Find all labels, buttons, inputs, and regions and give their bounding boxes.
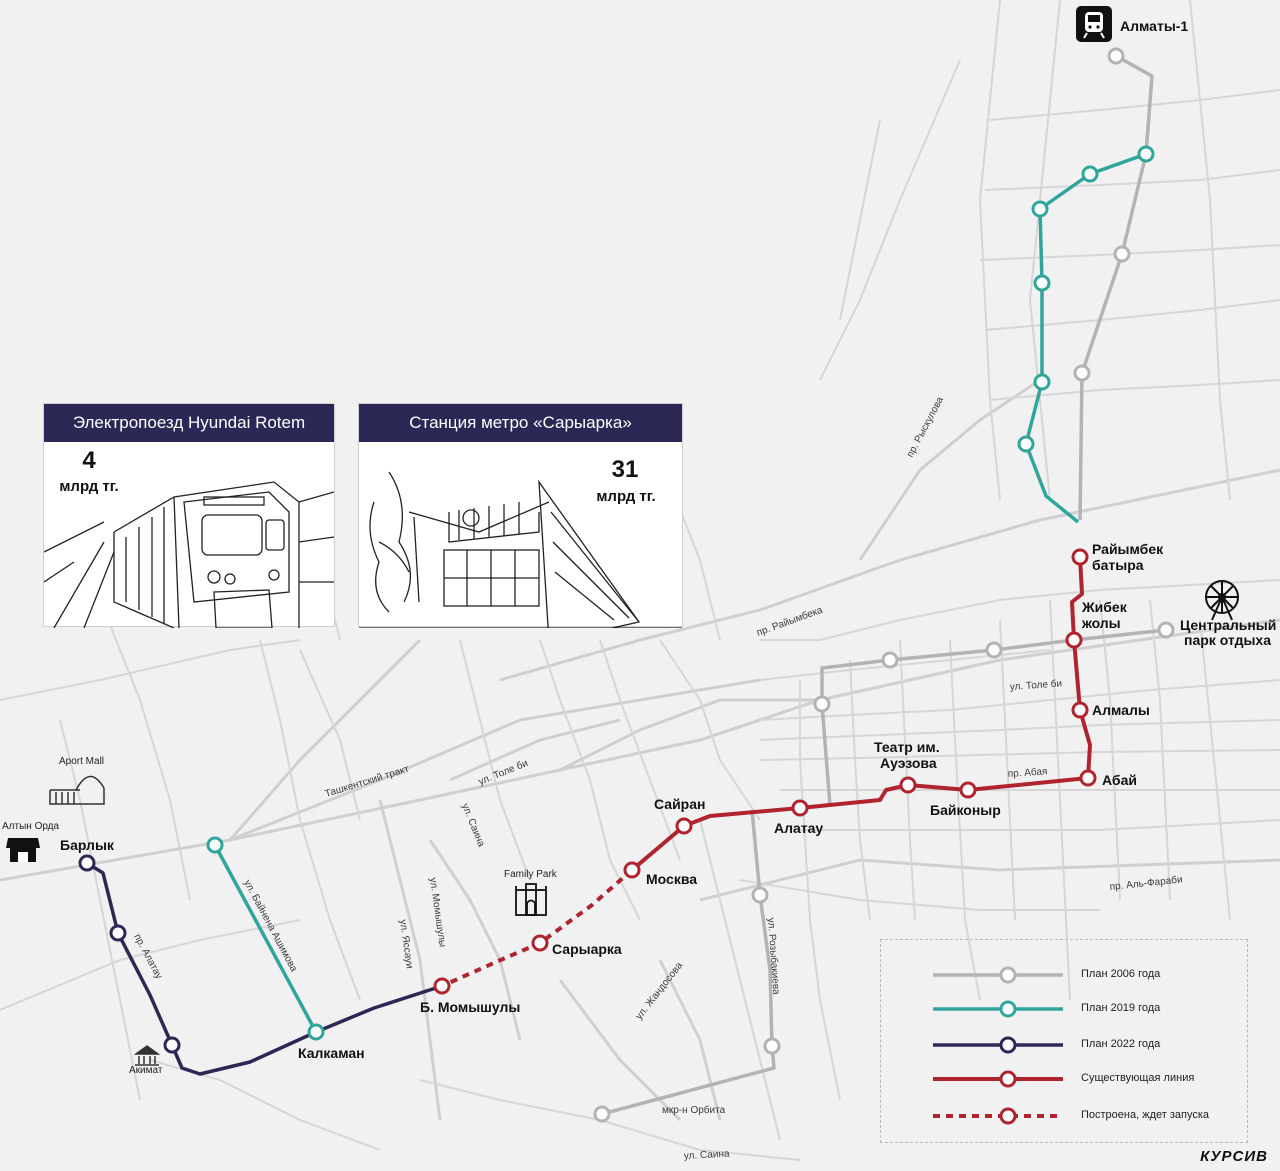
street-label-tole-bi: ул. Толе би [1009, 677, 1062, 693]
station-price: 31 [611, 456, 639, 483]
mall-icon [49, 775, 105, 805]
station-label-momyshuly: Б. Момышулы [420, 999, 520, 1015]
line-plan-2022 [78, 854, 443, 1076]
ferris-wheel-icon [1205, 580, 1239, 621]
station-info-card: Станция метро «Сарыарка» [358, 403, 683, 643]
pois: Центральный парк отдыха Aport Mall Алтын… [2, 6, 1276, 1076]
station-2019 [1031, 200, 1049, 218]
train-price-unit: млрд тг. [59, 478, 119, 495]
train-price: 4 [82, 447, 96, 474]
line-existing [433, 548, 1097, 995]
station-saryarka [531, 934, 549, 952]
line-plan-2019 [206, 145, 1155, 1033]
station-label-raiymbek-2: батыра [1092, 557, 1144, 573]
station-label-raiymbek-1: Райымбек [1092, 541, 1164, 557]
map-legend: План 2006 года План 2019 года План 2022 … [880, 939, 1248, 1143]
station-momyshuly [433, 977, 451, 995]
legend-label-2022: План 2022 года [1081, 1038, 1161, 1050]
legend-label-pending: Построена, ждет запуска [1081, 1109, 1210, 1121]
station-raiymbek [1071, 548, 1089, 566]
station-2019 [1033, 274, 1051, 292]
station-almaly [1071, 701, 1089, 719]
station-2006 [1113, 245, 1131, 263]
station-baikonur [959, 781, 977, 799]
station-label-almaly: Алмалы [1092, 702, 1150, 718]
street-label-tashkent: Ташкентский тракт [324, 764, 411, 800]
station-label-abai: Абай [1102, 772, 1137, 788]
station-abai [1079, 769, 1097, 787]
station-label-zhibek-1: Жибек [1081, 599, 1128, 615]
legend-label-2006: План 2006 года [1081, 968, 1161, 980]
street-label-al-farabi: пр. Аль-Фараби [1109, 873, 1183, 893]
street-label-abaya: пр. Абая [1007, 765, 1047, 780]
station-2006-almaty1 [1107, 47, 1125, 65]
street-label-ryskulova: пр. Рыскулова [905, 395, 946, 460]
station-2006-central-park [1157, 621, 1175, 639]
station-price-unit: млрд тг. [596, 488, 656, 505]
station-2019 [206, 836, 224, 854]
station-auezov [899, 776, 917, 794]
poi-label-central-park-2: парк отдыха [1184, 632, 1271, 648]
station-2006 [751, 886, 769, 904]
station-labels: Алматы-1 Райымбек батыра Жибек жолы Алма… [60, 18, 1188, 1061]
legend-label-existing: Существующая линия [1081, 1072, 1195, 1084]
station-2022-barlyk [78, 854, 96, 872]
station-label-sairan: Сайран [654, 796, 705, 812]
station-kalkaman [307, 1023, 325, 1041]
street-label-zhandosova: ул. Жандосова [634, 960, 686, 1022]
station-2006 [985, 641, 1003, 659]
station-2019 [1017, 435, 1035, 453]
station-alatau [791, 799, 809, 817]
station-label-auezov-2: Ауэзова [880, 755, 937, 771]
poi-label-family-park: Family Park [504, 869, 558, 880]
station-2022 [163, 1036, 181, 1054]
station-label-moskva: Москва [646, 871, 697, 887]
station-zhibek-zholy [1065, 631, 1083, 649]
poi-label-altyn-orda: Алтын Орда [2, 821, 60, 832]
station-2006 [763, 1037, 781, 1055]
train-illustration [43, 481, 335, 629]
station-label-barlyk: Барлык [60, 837, 115, 853]
station-label-saryarka: Сарыарка [552, 941, 622, 957]
poi-label-aport-mall: Aport Mall [59, 756, 104, 767]
station-2006 [1073, 364, 1091, 382]
station-label-alatau: Алатау [774, 820, 823, 836]
station-2019 [1137, 145, 1155, 163]
train-station-icon [1076, 6, 1112, 42]
station-card-title: Станция метро «Сарыарка» [359, 404, 682, 442]
train-card-body: 4 млрд тг. [43, 442, 335, 629]
station-2019 [1081, 165, 1099, 183]
train-info-card: Электропоезд Hyundai Rotem [43, 403, 335, 629]
station-sairan [675, 817, 693, 835]
train-card-title: Электропоезд Hyundai Rotem [44, 404, 334, 442]
street-label-momyshuly: ул. Момышулы [427, 877, 448, 948]
castle-icon [515, 883, 547, 916]
station-2019 [1033, 373, 1051, 391]
akimat-icon [133, 1045, 161, 1066]
street-label-saina: ул. Саина [459, 802, 486, 849]
legend-swatches [933, 966, 1063, 1125]
station-2022 [109, 924, 127, 942]
station-label-kalkaman: Калкаман [298, 1045, 365, 1061]
station-moskva [623, 861, 641, 879]
street-label-saina-south: ул. Саина [684, 1149, 731, 1162]
station-2006 [813, 695, 831, 713]
station-label-almaty1: Алматы-1 [1120, 18, 1188, 34]
station-2006-orbita [593, 1105, 611, 1123]
legend-label-2019: План 2019 года [1081, 1002, 1161, 1014]
street-label-rozybakieva: ул. Розыбакиева [765, 917, 782, 995]
brand-logo: КУРСИВ [1200, 1148, 1268, 1165]
shop-icon [6, 838, 40, 862]
station-label-auezov-1: Театр им. [874, 739, 940, 755]
station-label-baikonur: Байконыр [930, 802, 1001, 818]
street-label-baizhan: ул. Байнена Ашимова [241, 878, 299, 974]
station-label-zhibek-2: жолы [1081, 615, 1121, 631]
station-card-body: 31 млрд тг. [359, 442, 682, 643]
station-2006 [881, 651, 899, 669]
street-label-orbita: мкр-н Орбита [662, 1104, 726, 1116]
poi-label-central-park-1: Центральный [1180, 617, 1276, 633]
poi-label-akimat: Акимат [129, 1065, 163, 1076]
